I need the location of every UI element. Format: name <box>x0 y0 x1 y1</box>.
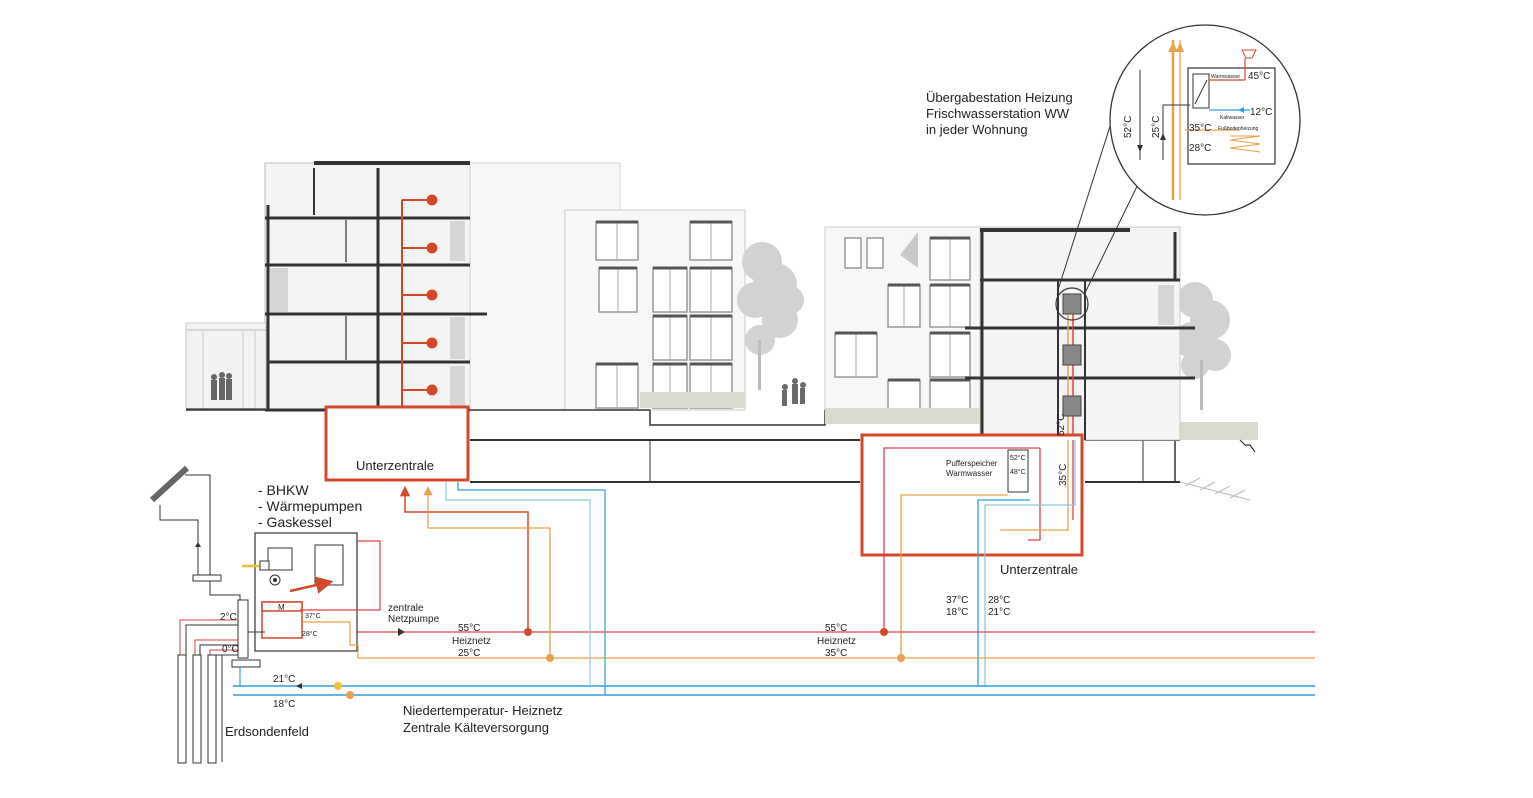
detail-riser-hot: 52°C <box>1123 116 1134 138</box>
heatnet-right-supply: 55°C <box>825 623 847 634</box>
transfer-station-label-1: Übergabestation Heizung <box>926 90 1073 105</box>
buffer-temp-mid: 48°C <box>1010 468 1026 476</box>
buffer-temp-top: 52°C <box>1010 454 1026 462</box>
detail-warmwater-label: Warmwasser <box>1211 74 1240 80</box>
detail-temp-supply: 45°C <box>1248 71 1270 82</box>
heatnet-left-return: 25°C <box>458 648 480 659</box>
heatnet-left-title: Heiznetz <box>452 636 491 647</box>
probe-temp-top: 2°C <box>220 612 237 623</box>
motor-label: M <box>278 603 285 612</box>
lowtemp-net-label-1: Niedertemperatur- Heiznetz <box>403 703 563 718</box>
right-substation-piping <box>883 440 1076 686</box>
network-pump-label-2: Netzpumpe <box>388 614 440 625</box>
right-riser <box>1055 119 1146 440</box>
network-pump-label-1: zentrale <box>388 603 424 614</box>
detail-coldwater-label: Kaltwasser <box>1220 115 1245 121</box>
probe-temp-bottom: 0°C <box>222 644 239 655</box>
lownet-temp-a: 21°C <box>273 674 295 685</box>
hp-temp-out: 37°C <box>305 612 321 620</box>
central-item-bhkw: - BHKW <box>258 482 309 498</box>
cold-return-b: 21°C <box>988 607 1010 618</box>
substation-left-box <box>324 405 470 482</box>
hp-temp-ret: 28°C <box>302 630 318 638</box>
middle-building <box>564 209 746 411</box>
central-item-boiler: - Gaskessel <box>258 514 332 530</box>
solar-collector <box>149 465 241 605</box>
probe-field-label: Erdsondenfeld <box>225 724 309 739</box>
transfer-station-detail <box>1109 24 1301 216</box>
buffer-tank <box>1007 449 1029 493</box>
heatnet-right-return: 35°C <box>825 648 847 659</box>
substation-right-label: Unterzentrale <box>1000 562 1078 577</box>
detail-temp-cold: 12°C <box>1250 107 1272 118</box>
heatnet-left-supply: 55°C <box>458 623 480 634</box>
right-building <box>824 226 1195 441</box>
detail-riser-return: 25°C <box>1151 116 1162 138</box>
transfer-station-label-2: Frischwasserstation WW <box>926 106 1070 121</box>
network-pump-symbol <box>398 628 405 636</box>
central-item-heatpumps: - Wärmepumpen <box>258 498 362 514</box>
lowtemp-net-label-2: Zentrale Kälteversorgung <box>403 720 549 735</box>
left-heating-riser <box>401 194 438 408</box>
people-silhouettes-middle <box>782 378 806 406</box>
cold-supply-a: 37°C <box>946 595 968 606</box>
tree-right <box>1174 282 1231 410</box>
network-pipes <box>233 482 1315 696</box>
left-pavilion <box>185 322 267 410</box>
riser-detail-marker <box>1055 287 1089 321</box>
substation-left-label: Unterzentrale <box>356 458 434 473</box>
detail-temp-floor-supply: 35°C <box>1189 123 1211 134</box>
energy-central: M 37°C 28°C <box>242 532 381 658</box>
ground-hatch <box>1179 477 1251 501</box>
buffer-label-2: Warmwasser <box>946 469 993 478</box>
riser-temp-hot: 52°C <box>1056 414 1067 436</box>
people-silhouettes-left <box>211 372 232 400</box>
network-junctions <box>334 628 905 699</box>
lownet-temp-b: 18°C <box>273 699 295 710</box>
left-building <box>264 161 621 412</box>
transfer-station-label-3: in jeder Wohnung <box>926 122 1028 137</box>
cold-return-a: 28°C <box>988 595 1010 606</box>
detail-floorheating-label: Fußbodenheizung <box>1218 126 1259 132</box>
heatnet-right-title: Heiznetz <box>817 636 856 647</box>
riser-temp-return: 35°C <box>1058 464 1069 486</box>
detail-temp-floor-return: 28°C <box>1189 143 1211 154</box>
probe-field <box>177 599 261 764</box>
cold-supply-b: 18°C <box>946 607 968 618</box>
tree-middle <box>737 242 804 390</box>
buffer-label-1: Pufferspeicher <box>946 459 998 468</box>
